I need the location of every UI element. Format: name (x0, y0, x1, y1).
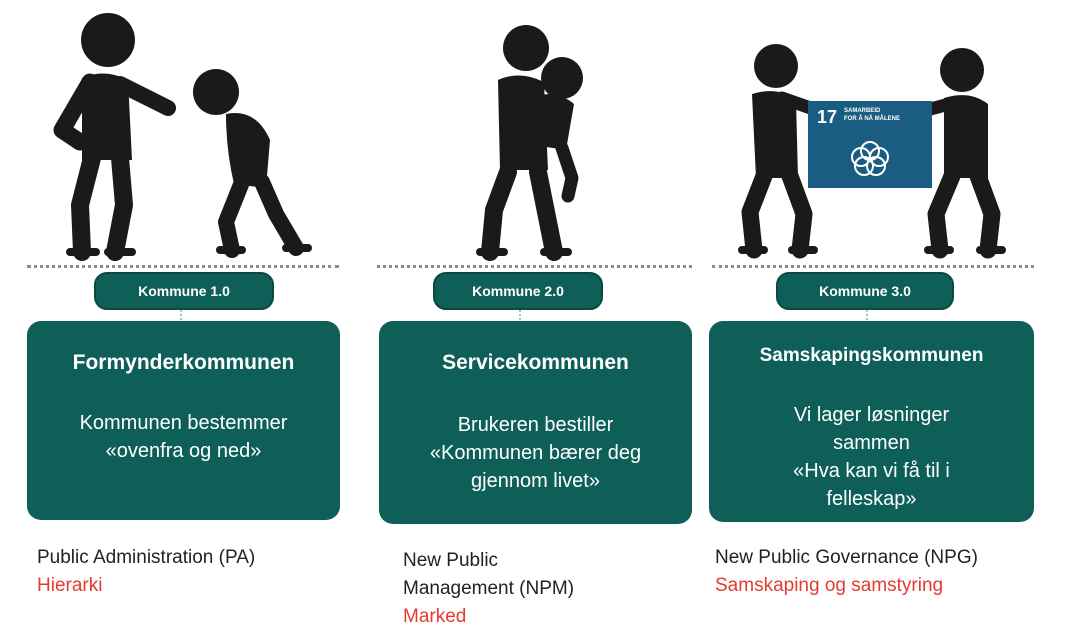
illustration-carrying-person (450, 0, 620, 262)
badge-label: Kommune 3.0 (819, 283, 911, 299)
model-label-1: Public Administration (PA) Hierarki (37, 544, 255, 600)
pointing-person-and-sad-person-icon (53, 13, 312, 261)
sdg-number: 17 (817, 107, 838, 127)
illustration-pointing-and-sad-person (20, 0, 340, 262)
stage-body-line: «ovenfra og ned» (105, 440, 262, 462)
stage-body-line: sammen (833, 432, 910, 454)
badge-kommune-2: Kommune 2.0 (433, 272, 603, 310)
stage-body-line: gjennom livet» (471, 470, 600, 492)
stage-box-1: Formynderkommunen Kommunen bestemmer «ov… (27, 321, 340, 520)
stage-body-line: «Kommunen bærer deg (429, 442, 642, 464)
ground-line-1 (27, 265, 339, 268)
stage-title: Servicekommunen (442, 351, 629, 374)
stage-title: Samskapingskommunen (759, 345, 984, 366)
model-name: Public Administration (PA) (37, 547, 256, 568)
stage-body: Kommunen bestemmer «ovenfra og ned» (27, 409, 340, 465)
connector-1 (180, 310, 182, 324)
model-label-2: New Public Management (NPM) Marked (403, 547, 574, 623)
sdg-text-line-1: SAMARBEID (844, 108, 881, 114)
governance-mode: Samskaping og samstyring (715, 575, 944, 596)
badge-kommune-1: Kommune 1.0 (94, 272, 274, 310)
stage-title: Formynderkommunen (72, 351, 295, 374)
stage-box-3: Samskapingskommunen Vi lager løsninger s… (709, 321, 1034, 522)
stage-body: Vi lager løsninger sammen «Hva kan vi få… (709, 401, 1034, 513)
sdg-17-sign: 17 SAMARBEID FOR Å NÅ MÅLENE (808, 101, 932, 188)
stage-body: Brukeren bestiller «Kommunen bærer deg g… (379, 411, 692, 495)
model-name: New Public Governance (NPG) (715, 547, 978, 568)
stage-body-line: Kommunen bestemmer (79, 412, 288, 434)
badge-label: Kommune 2.0 (472, 283, 564, 299)
stage-body-line: «Hva kan vi få til i (793, 460, 950, 482)
sdg-17-rings-icon (851, 141, 889, 176)
ground-line-2 (377, 265, 692, 268)
connector-3 (866, 310, 868, 324)
ground-line-3 (712, 265, 1034, 268)
person-carrying-person-icon (476, 25, 583, 261)
model-label-3: New Public Governance (NPG) Samskaping o… (715, 544, 978, 600)
governance-mode: Marked (403, 606, 467, 623)
stage-body-line: Brukeren bestiller (457, 414, 614, 436)
badge-label: Kommune 1.0 (138, 283, 230, 299)
model-name-line: New Public (403, 550, 499, 571)
model-name-line: Management (NPM) (403, 578, 575, 599)
stage-body-line: Vi lager løsninger (793, 404, 950, 426)
badge-kommune-3: Kommune 3.0 (776, 272, 954, 310)
connector-2 (519, 310, 521, 324)
stage-body-line: felleskap» (826, 488, 917, 510)
stage-box-2: Servicekommunen Brukeren bestiller «Komm… (379, 321, 692, 524)
sdg-text-line-2: FOR Å NÅ MÅLENE (844, 116, 900, 122)
governance-mode: Hierarki (37, 575, 103, 596)
